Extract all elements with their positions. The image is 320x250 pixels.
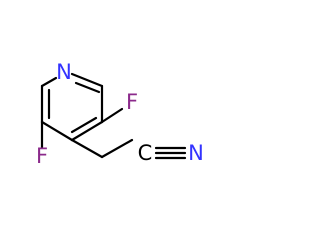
atom-fluorine-bottom: F	[36, 144, 48, 168]
bond-c6-n	[40, 76, 58, 88]
bond-c3-c4-double	[70, 116, 98, 134]
atom-nitrile-nitrogen: N	[188, 141, 204, 165]
substituent-bonds	[40, 107, 187, 160]
bond-c3-c4	[70, 120, 104, 142]
pyridine-ring	[40, 72, 104, 142]
bond-n-c2	[70, 72, 104, 88]
bond-c4-ch2	[70, 138, 104, 159]
structure-diagram: N F F C N	[36, 60, 204, 168]
bond-c3-f	[100, 107, 124, 124]
bond-c4-c5	[40, 120, 74, 142]
bond-n-c2-double	[74, 81, 101, 94]
bond-ch2-c	[100, 138, 134, 159]
atom-fluorine-top: F	[126, 90, 138, 114]
atom-nitrile-carbon: C	[138, 141, 153, 165]
atom-ring-nitrogen: N	[56, 60, 72, 84]
